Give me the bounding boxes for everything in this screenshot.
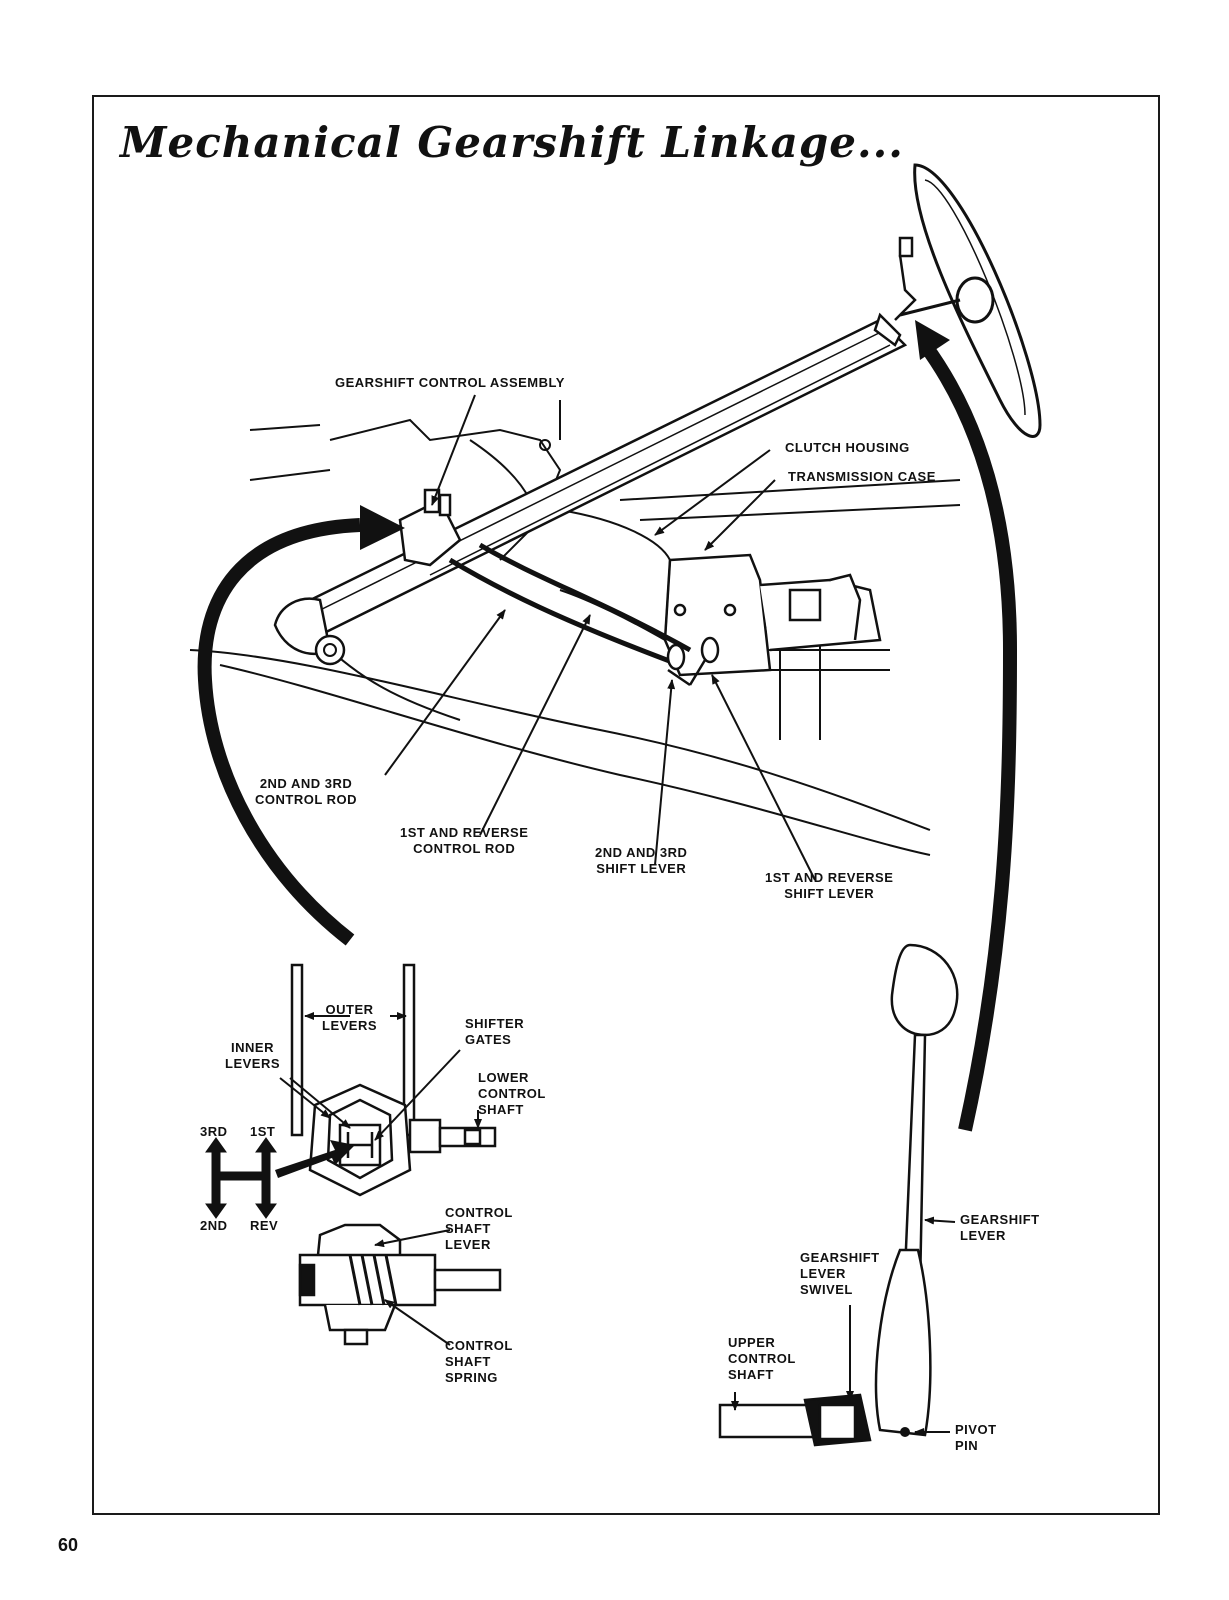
callout-arrowhead-right <box>915 320 950 360</box>
column-shift-lever <box>873 236 917 347</box>
label-inner-levers: INNER LEVERS <box>225 1040 281 1071</box>
clutch-housing-shape <box>559 509 672 642</box>
pivot-pin-shape <box>900 1427 910 1437</box>
label-transmission-case: TRANSMISSION CASE <box>788 469 936 484</box>
pattern-arrow <box>275 1140 355 1178</box>
label-gearshift-lever-swivel: GEARSHIFT LEVER SWIVEL <box>800 1250 880 1297</box>
callout-curve-left <box>197 518 361 946</box>
label-control-shaft-lever: CONTROL SHAFT LEVER <box>445 1205 513 1252</box>
page-frame <box>92 95 1160 1515</box>
transmission-case-shape <box>663 553 882 677</box>
label-gearshift-lever: GEARSHIFT LEVER <box>960 1212 1040 1243</box>
label-control-shaft-spring: CONTROL SHAFT SPRING <box>445 1338 513 1385</box>
steering-wheel <box>899 163 1042 438</box>
leader-lines-top <box>384 394 816 881</box>
page-title: Mechanical Gearshift Linkage... <box>120 118 904 167</box>
label-outer-levers: OUTER LEVERS <box>322 1002 378 1033</box>
leader-lines-lower-left <box>279 1012 482 1346</box>
label-2nd-3rd-control-rod: 2ND AND 3RD CONTROL ROD <box>255 776 358 807</box>
label-rev: REV <box>250 1218 279 1233</box>
label-2nd-3rd-shift-lever: 2ND AND 3RD SHIFT LEVER <box>595 845 688 876</box>
control-rods <box>448 542 692 668</box>
label-2nd: 2ND <box>200 1218 228 1233</box>
label-gearshift-control-assembly: GEARSHIFT CONTROL ASSEMBLY <box>335 375 565 390</box>
label-clutch-housing: CLUTCH HOUSING <box>785 440 910 455</box>
label-3rd: 3RD <box>200 1124 228 1139</box>
gearshift-lever-shape <box>874 943 959 1437</box>
page-number: 60 <box>58 1535 79 1555</box>
label-lower-control-shaft: LOWER CONTROL SHAFT <box>478 1070 546 1117</box>
callout-arrowhead-left <box>360 505 405 550</box>
label-1st-reverse-shift-lever: 1ST AND REVERSE SHIFT LEVER <box>765 870 894 901</box>
leader-lines-lower-right <box>731 1216 956 1436</box>
column-mount-bolt <box>314 634 346 666</box>
label-1st-reverse-control-rod: 1ST AND REVERSE CONTROL ROD <box>400 825 529 856</box>
shifter-housing <box>308 1083 497 1197</box>
control-shaft-spring-coils <box>348 1254 398 1306</box>
label-shifter-gates: SHIFTER GATES <box>465 1016 525 1047</box>
label-pivot-pin: PIVOT PIN <box>955 1422 997 1453</box>
transmission-shift-levers <box>666 636 720 687</box>
label-upper-control-shaft: UPPER CONTROL SHAFT <box>728 1335 796 1382</box>
h-shift-pattern <box>205 1137 277 1219</box>
upper-control-shaft-shape <box>718 1393 872 1447</box>
label-1st: 1ST <box>250 1124 276 1139</box>
callout-curve-right <box>919 340 1018 1132</box>
